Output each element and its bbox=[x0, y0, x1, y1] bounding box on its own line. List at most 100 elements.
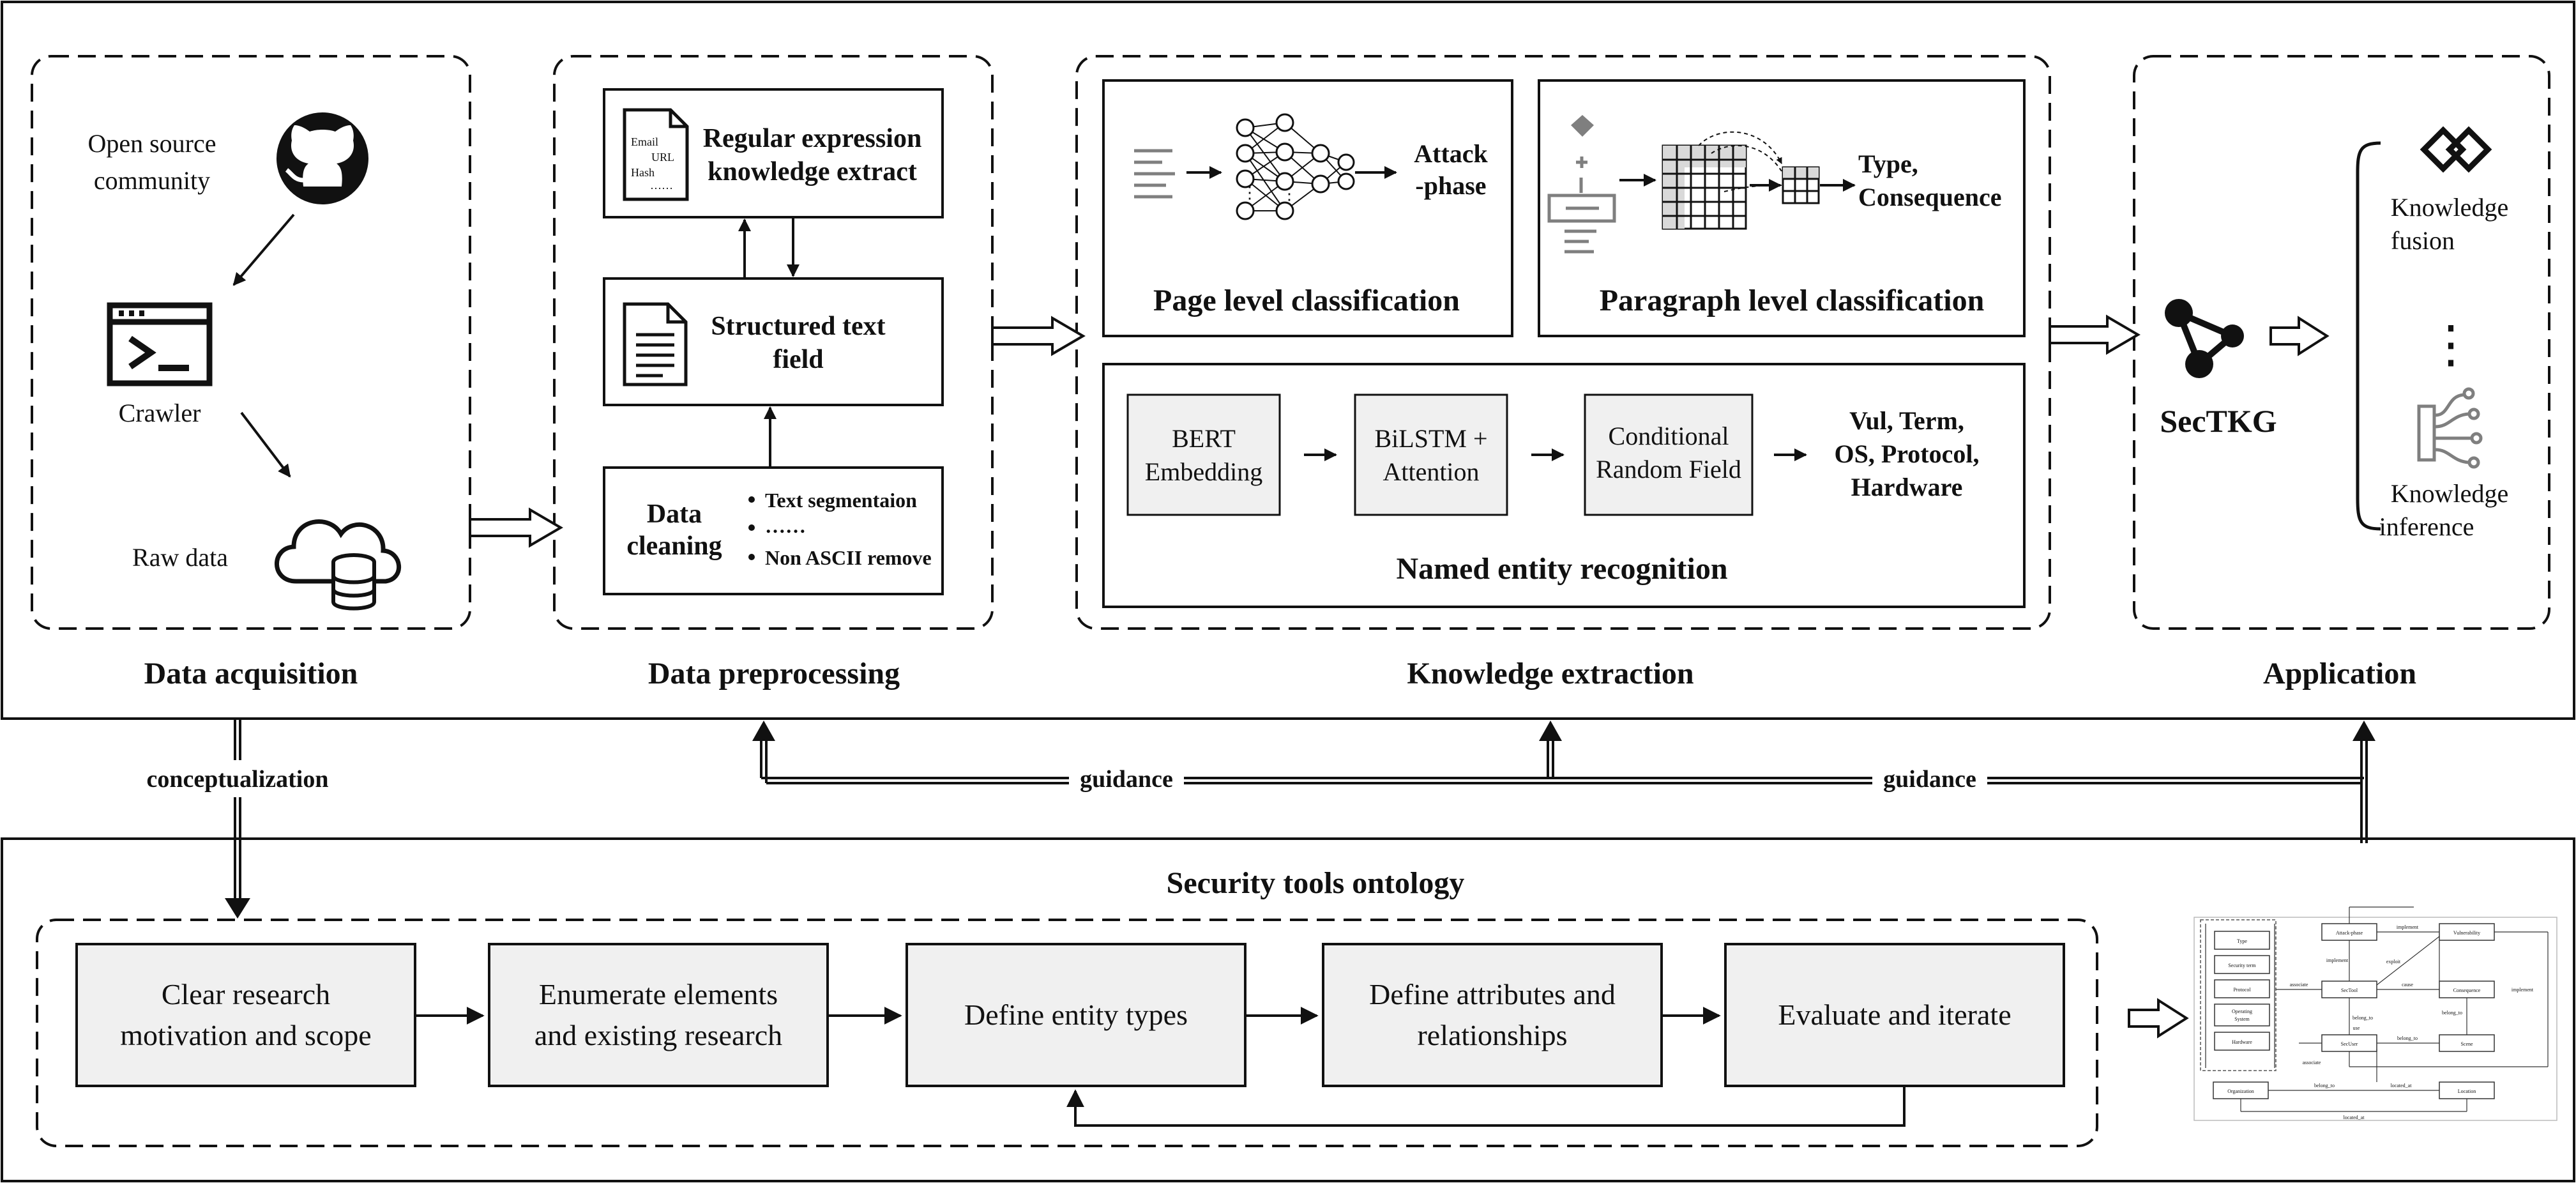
node-organization: Organization bbox=[2227, 1088, 2254, 1094]
flow-arrow-sectkg-to-uses bbox=[2269, 316, 2330, 356]
step-evaluate-label: Evaluate and iterate bbox=[1778, 998, 2011, 1031]
document-icon: Email URL Hash …… bbox=[623, 108, 689, 201]
extraction-group bbox=[1075, 55, 2051, 630]
node-protocol: Protocol bbox=[2233, 987, 2251, 993]
node-scene: Scene bbox=[2460, 1041, 2473, 1047]
bullet-ellipsis: …… bbox=[765, 514, 806, 537]
attention-grid-icon bbox=[1662, 131, 1820, 230]
bilstm-box bbox=[1354, 393, 1508, 516]
conceptualization-label: conceptualization bbox=[147, 766, 329, 793]
terminal-icon bbox=[107, 302, 213, 386]
doc-email: Email bbox=[631, 135, 658, 148]
ner-output-2: OS, Protocol, bbox=[1834, 439, 1979, 468]
step-clear-research bbox=[75, 943, 416, 1087]
cleaning-label-2: cleaning bbox=[626, 531, 722, 561]
edge-located-at-1: located_at bbox=[2391, 1083, 2413, 1088]
acquisition-group bbox=[31, 55, 471, 630]
node-vulnerability: Vulnerability bbox=[2453, 930, 2480, 936]
knowledge-fusion-label-2: fusion bbox=[2391, 226, 2455, 255]
node-operating-system-1: Operating bbox=[2232, 1009, 2252, 1014]
application-group bbox=[2133, 55, 2550, 630]
node-secuser: SecUser bbox=[2341, 1041, 2358, 1047]
github-icon bbox=[277, 112, 368, 204]
edge-belong-to-2: belong_to bbox=[2352, 1015, 2373, 1021]
fusion-icon bbox=[2420, 126, 2492, 173]
structured-label-1: Structured text bbox=[711, 312, 885, 341]
application-ellipsis: ⋮ bbox=[2425, 317, 2476, 373]
guidance-connector bbox=[760, 736, 2368, 843]
data-acquisition-title: Data acquisition bbox=[144, 657, 358, 691]
step-define-entity-types bbox=[905, 943, 1246, 1087]
ner-output-3: Hardware bbox=[1851, 473, 1963, 501]
application-brace bbox=[2356, 141, 2381, 531]
knowledge-fusion-label-1: Knowledge bbox=[2391, 193, 2508, 222]
doc-hash: Hash bbox=[631, 166, 655, 179]
step-clear-research-label-1: Clear research bbox=[162, 978, 330, 1011]
crawler-label: Crawler bbox=[119, 399, 201, 427]
crf-box bbox=[1584, 393, 1754, 516]
bilstm-label-2: Attention bbox=[1383, 457, 1479, 486]
node-sectool: SecTool bbox=[2341, 988, 2358, 993]
flow-arrow-preprocessing-to-extraction bbox=[991, 316, 1086, 356]
doc-dots: …… bbox=[650, 179, 673, 192]
step-attributes-label-2: relationships bbox=[1417, 1019, 1567, 1051]
paragraph-level-box bbox=[1538, 79, 2026, 337]
crf-label-1: Conditional bbox=[1609, 422, 1729, 450]
edge-implement-2: implement bbox=[2397, 924, 2419, 930]
security-tools-ontology-title: Security tools ontology bbox=[1167, 866, 1465, 900]
edge-implement-3: implement bbox=[2512, 987, 2534, 993]
ner-output-1: Vul, Term, bbox=[1849, 406, 1964, 435]
crf-label-2: Random Field bbox=[1596, 455, 1741, 484]
arrow-github-to-crawler bbox=[232, 213, 295, 286]
svg-text:⋮: ⋮ bbox=[1281, 185, 1298, 203]
bilstm-label-1: BiLSTM + bbox=[1374, 424, 1487, 453]
conceptualization-connector bbox=[234, 719, 241, 906]
raw-data-label: Raw data bbox=[132, 543, 228, 572]
svg-text:⋮: ⋮ bbox=[1241, 183, 1258, 202]
knowledge-inference-label-1: Knowledge bbox=[2391, 479, 2508, 508]
step-enumerate-label-2: and existing research bbox=[534, 1019, 782, 1051]
open-source-label-2: community bbox=[94, 166, 210, 195]
bert-label-1: BERT bbox=[1172, 424, 1236, 453]
application-title: Application bbox=[2263, 657, 2416, 691]
bullet-text-segmentation: Text segmentaion bbox=[765, 489, 917, 512]
edge-cause-1: cause bbox=[2402, 982, 2413, 988]
named-entity-recognition-label: Named entity recognition bbox=[1396, 552, 1727, 586]
regex-label-2: knowledge extract bbox=[708, 157, 917, 187]
edge-associate-1: associate bbox=[2290, 982, 2308, 988]
type-label-2: Consequence bbox=[1858, 183, 2001, 211]
step-entity-types-label: Define entity types bbox=[964, 998, 1188, 1031]
flow-arrow-acquisition-to-preprocessing bbox=[469, 507, 563, 548]
cleaning-label-1: Data bbox=[647, 500, 702, 529]
preprocessing-group bbox=[553, 55, 994, 630]
node-operating-system-2: System bbox=[2234, 1016, 2250, 1022]
sectkg-graph-icon bbox=[2165, 299, 2244, 378]
edge-implement-1: implement bbox=[2326, 958, 2349, 963]
step-clear-research-label-2: motivation and scope bbox=[120, 1019, 371, 1051]
step-evaluate-iterate bbox=[1724, 943, 2065, 1087]
guidance-label-right: guidance bbox=[1883, 766, 1976, 793]
bert-label-2: Embedding bbox=[1145, 457, 1262, 486]
attack-phase-label-2: -phase bbox=[1415, 171, 1486, 200]
node-location: Location bbox=[2458, 1088, 2476, 1094]
ontology-process-group bbox=[36, 919, 2098, 1147]
flow-arrow-extraction-to-application bbox=[2049, 314, 2140, 355]
bottom-panel bbox=[1, 837, 2575, 1182]
step-define-attributes bbox=[1322, 943, 1663, 1087]
edge-use: use bbox=[2353, 1025, 2360, 1031]
arrow-crawler-to-raw bbox=[240, 411, 291, 478]
cloud-database-icon bbox=[275, 519, 402, 611]
node-attack-phase: Attack-phase bbox=[2336, 930, 2363, 936]
edge-associate-2: associate bbox=[2303, 1060, 2321, 1065]
sectkg-label: SecTKG bbox=[2160, 403, 2277, 439]
node-consequence: Consequence bbox=[2453, 988, 2481, 993]
ontology-graph-thumbnail: Type Security term Protocol Operating Sy… bbox=[2193, 906, 2557, 1121]
step-attributes-label-1: Define attributes and bbox=[1369, 978, 1616, 1011]
paragraph-icon bbox=[1547, 115, 1616, 254]
edge-belong-to-3: belong_to bbox=[2314, 1083, 2335, 1088]
step-enumerate-elements bbox=[488, 943, 829, 1087]
data-cleaning-box bbox=[603, 466, 944, 595]
page-level-classification-label: Page level classification bbox=[1153, 284, 1460, 317]
edge-belong-to-4: belong_to bbox=[2442, 1010, 2462, 1016]
